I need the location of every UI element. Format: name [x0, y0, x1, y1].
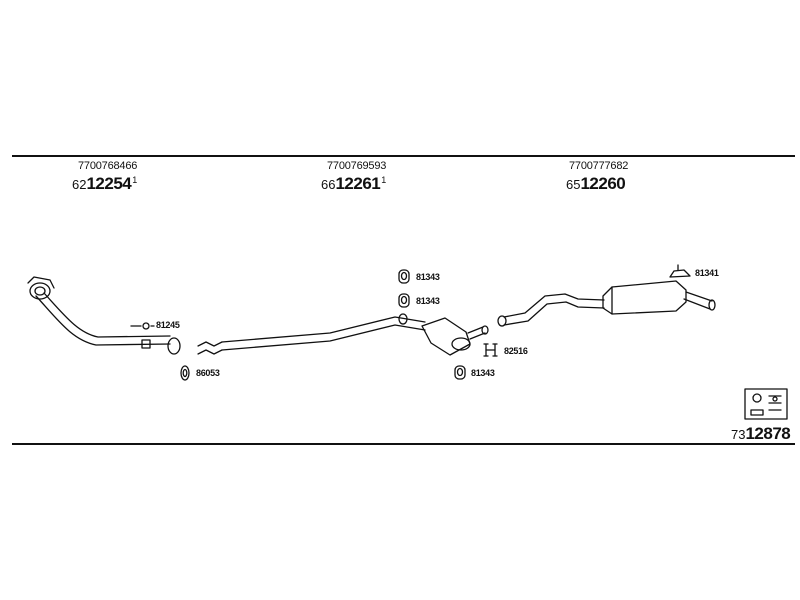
- rear-pipe: [497, 293, 605, 327]
- ref-81343-upper: 81343: [416, 272, 440, 282]
- clamp-82516: [483, 343, 498, 357]
- mount-81343-upper: [398, 269, 410, 284]
- ref-86053: 86053: [196, 368, 220, 378]
- part-number-middle-section: 66122611: [321, 174, 387, 193]
- part-number-front-pipe: 62122541: [72, 174, 138, 193]
- mounting-kit-icon: [744, 388, 788, 420]
- bottom-rule: [12, 443, 795, 445]
- front-pipe: [27, 276, 181, 355]
- mount-81343-middle: [398, 293, 410, 308]
- ref-81341: 81341: [695, 268, 719, 278]
- oem-number-front-pipe: 7700768466: [78, 160, 138, 172]
- middle-silencer: [421, 317, 489, 356]
- ref-82516: 82516: [504, 346, 528, 356]
- part-number-mounting-kit: 7312878: [731, 424, 791, 443]
- oem-number-rear-silencer: 7700777682: [569, 160, 629, 172]
- rear-silencer: [602, 280, 716, 315]
- ref-81343-middle: 81343: [416, 296, 440, 306]
- mount-81343-lower: [454, 365, 466, 380]
- mount-81341: [669, 264, 691, 278]
- top-rule: [12, 155, 795, 157]
- ref-81245: 81245: [156, 320, 180, 330]
- oem-number-middle-section: 7700769593: [327, 160, 387, 172]
- middle-pipe: [197, 313, 426, 355]
- clamp-81245: [130, 322, 155, 349]
- ref-81343-lower: 81343: [471, 368, 495, 378]
- part-number-rear-silencer: 6512260: [566, 174, 626, 193]
- gasket-86053: [180, 365, 190, 381]
